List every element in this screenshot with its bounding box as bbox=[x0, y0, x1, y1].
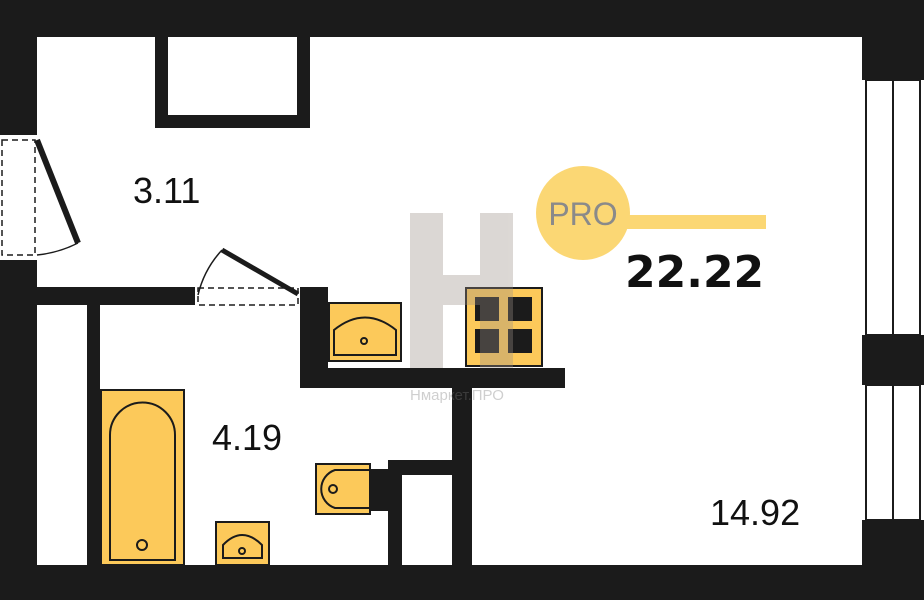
wall-left-lower bbox=[0, 260, 37, 600]
wall-right-bottom bbox=[862, 520, 924, 600]
bath-door-frame[interactable] bbox=[197, 287, 299, 306]
pro-label: PRO bbox=[548, 196, 617, 232]
fixtures bbox=[100, 287, 543, 566]
badge-line bbox=[620, 215, 766, 229]
wall-right-mid bbox=[862, 335, 924, 385]
wall-bottom bbox=[0, 565, 924, 600]
watermark-text: Нмаркет.ПРО bbox=[410, 387, 504, 404]
total-area: 22.22 bbox=[625, 247, 764, 298]
wall-kitchen bbox=[305, 368, 565, 388]
windows bbox=[865, 79, 921, 521]
wall-right-top bbox=[862, 0, 924, 80]
doors[interactable] bbox=[1, 138, 300, 306]
wall-left-upper bbox=[0, 0, 37, 135]
wall-toilet-side bbox=[388, 460, 402, 565]
wall-hall-bath bbox=[37, 287, 195, 305]
entry-door-leaf[interactable] bbox=[34, 138, 81, 245]
pro-badge bbox=[536, 166, 630, 260]
bath-door-leaf[interactable] bbox=[220, 247, 300, 297]
closet-interior bbox=[168, 37, 297, 115]
wall-bath-room bbox=[452, 388, 472, 565]
room-area-hallway: 3.11 bbox=[133, 170, 200, 211]
entry-door-frame[interactable] bbox=[1, 139, 36, 256]
room-area-bathroom: 4.19 bbox=[212, 417, 282, 458]
wall-thin-bath bbox=[87, 305, 100, 565]
watermark-logo: Нмаркет.ПРО bbox=[410, 213, 513, 404]
wall-top bbox=[0, 0, 924, 37]
room-area-living: 14.92 bbox=[710, 492, 800, 533]
wall-toilet-top bbox=[388, 460, 472, 475]
area-badge: PRO 22.22 bbox=[536, 166, 766, 298]
